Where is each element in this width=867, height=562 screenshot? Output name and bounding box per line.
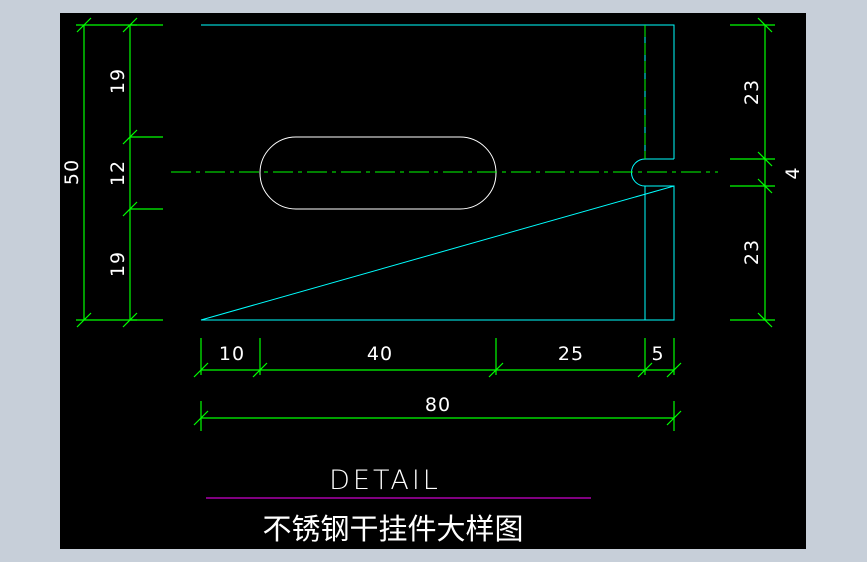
dim-bottom-b: 40 <box>367 343 393 365</box>
slot-outline <box>259 136 497 210</box>
dim-bottom-d: 5 <box>651 343 664 365</box>
detail-drawing: 50 19 12 19 23 4 23 10 40 25 5 80 DETAIL… <box>61 17 804 546</box>
cad-viewport[interactable]: 50 19 12 19 23 4 23 10 40 25 5 80 DETAIL… <box>60 13 806 549</box>
dim-right-top: 23 <box>741 79 763 105</box>
title-sub: 不锈钢干挂件大样图 <box>262 512 523 546</box>
dim-left-bottom: 19 <box>107 251 129 277</box>
dim-right-bottom: 23 <box>741 239 763 265</box>
dimension-lines <box>76 17 775 431</box>
title-main: DETAIL <box>329 465 441 496</box>
centerlines <box>171 25 718 173</box>
dim-left-mid: 12 <box>107 160 129 186</box>
dim-left-top: 19 <box>107 68 129 94</box>
dim-height-total: 50 <box>61 159 83 185</box>
dim-bottom-c: 25 <box>558 343 584 365</box>
dim-bottom-a: 10 <box>219 343 245 365</box>
dim-width-total: 80 <box>425 394 451 416</box>
dim-right-mid: 4 <box>782 166 804 179</box>
plate-outline <box>200 24 675 321</box>
